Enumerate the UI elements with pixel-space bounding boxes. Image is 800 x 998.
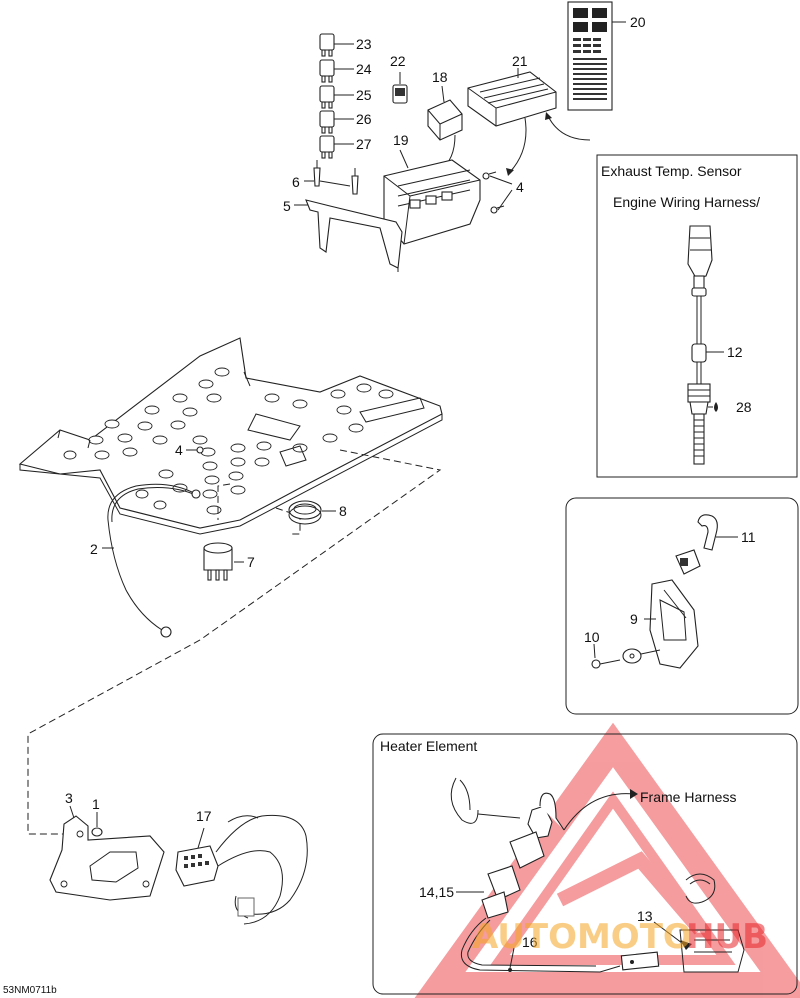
part-8-grommet: [288, 500, 336, 525]
callout-11: 11: [741, 529, 756, 545]
callout-13: 13: [637, 908, 653, 924]
exhaust-box-title: Exhaust Temp. Sensor: [601, 163, 742, 179]
callout-18: 18: [432, 69, 448, 85]
part-20-fuse-label: [545, 1, 626, 141]
part-14-15-heater-connectors: [450, 777, 660, 973]
part-19-fuse-box: [383, 149, 481, 245]
part-2-ground-wire: [102, 483, 201, 638]
part-16-wire: [508, 947, 515, 972]
part-6-push-rivets: [304, 160, 359, 195]
callout-20: 20: [630, 14, 646, 30]
watermark-text-right: HUB: [686, 917, 768, 957]
sensor-mount-box: [565, 497, 799, 715]
exhaust-temp-sensor-box: [596, 154, 798, 478]
part-5-bracket: [294, 199, 403, 269]
part-10-screw-washer: [591, 643, 661, 669]
heater-frame-harness-label: Frame Harness: [640, 789, 736, 805]
callout-2: 2: [90, 541, 98, 557]
part-1-washer: [91, 812, 103, 837]
part-4-screws-top: [482, 171, 513, 214]
callout-22: 22: [390, 53, 406, 69]
callout-16: 16: [522, 934, 538, 950]
callout-27: 27: [356, 136, 372, 152]
part-3-bracket: [49, 805, 165, 901]
part-22-mini-fuse: [392, 72, 408, 104]
callout-23: 23: [356, 36, 372, 52]
part-21-fuse-box-cover: [467, 68, 557, 176]
callout-3: 3: [65, 790, 73, 806]
drawing-code: 53NM0711b: [3, 985, 57, 996]
callout-12: 12: [727, 344, 743, 360]
callout-10: 10: [584, 629, 600, 645]
callout-28: 28: [736, 399, 752, 415]
part-18-relay: [427, 85, 463, 171]
callout-5: 5: [283, 198, 291, 214]
callout-14-15: 14,15: [419, 884, 454, 900]
callout-4-plate: 4: [175, 442, 183, 458]
callout-4-top: 4: [516, 179, 524, 195]
part-11-hose: [675, 514, 738, 575]
callout-19: 19: [393, 132, 409, 148]
part-9-bracket: [644, 579, 699, 669]
callout-25: 25: [356, 87, 372, 103]
exhaust-box-subtitle: Engine Wiring Harness/: [613, 194, 760, 210]
callout-8: 8: [339, 503, 347, 519]
part-7-connector: [203, 542, 244, 581]
part-17-connector-harness: [175, 814, 308, 925]
callout-21: 21: [512, 53, 528, 69]
fuse-group: [319, 33, 354, 159]
callout-9: 9: [630, 611, 638, 627]
callout-24: 24: [356, 61, 372, 77]
heater-box-title: Heater Element: [380, 738, 477, 754]
callout-6: 6: [292, 174, 300, 190]
callout-1: 1: [92, 796, 100, 812]
callout-7: 7: [247, 554, 255, 570]
automotohub-wordmark: AUTOMOTO HUB: [472, 917, 768, 957]
callout-17: 17: [196, 808, 212, 824]
watermark-text-left: AUTOMOTO: [472, 917, 692, 957]
part-12-exhaust-sensor: [687, 225, 724, 465]
main-mounting-plate: [18, 337, 443, 535]
part-13-heater-element: [653, 873, 745, 973]
part-4-screw-plate: [186, 446, 204, 454]
callout-26: 26: [356, 111, 372, 127]
heater-element-box: [372, 733, 798, 995]
